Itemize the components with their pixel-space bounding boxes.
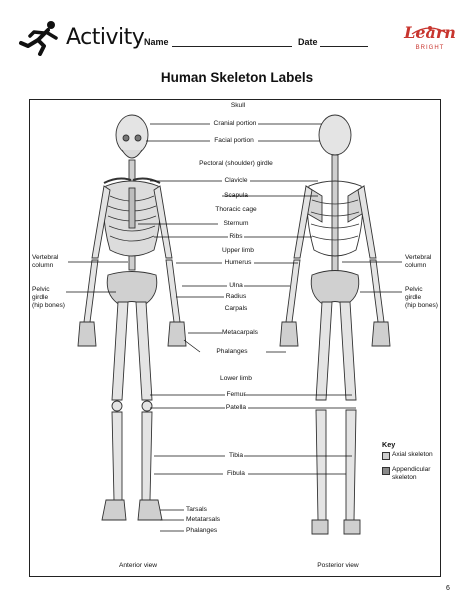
posterior-skeleton	[279, 114, 391, 535]
leader-lines	[66, 123, 402, 532]
key-appendicular-label: Appendicular skeleton	[392, 466, 431, 482]
label-phalanges-foot: Phalanges	[186, 527, 218, 534]
label-thoracic-cage: Thoracic cage	[215, 206, 257, 213]
label-sternum: Sternum	[223, 220, 249, 227]
label-fibula: Fibula	[227, 470, 245, 477]
label-pelvic-left-line2: girdle	[32, 293, 49, 301]
anterior-skeleton	[77, 114, 187, 521]
label-cranial-portion: Cranial portion	[213, 120, 257, 127]
label-vertebral-right-line2: column	[405, 261, 427, 269]
label-pelvic-left-line3: (hip bones)	[32, 301, 65, 309]
label-vertebral-column-right: Vertebral column	[405, 254, 431, 270]
label-facial-portion: Facial portion	[214, 137, 254, 144]
label-ulna: Ulna	[229, 282, 243, 289]
label-carpals: Carpals	[224, 305, 248, 312]
key-axial-label: Axial skeleton	[392, 451, 433, 458]
key-axial-swatch	[382, 452, 390, 460]
label-ribs: Ribs	[229, 233, 243, 240]
label-tibia: Tibia	[228, 452, 244, 459]
logo-subtext: BRIGHT	[415, 45, 445, 51]
diagram-frame	[29, 99, 441, 577]
label-phalanges-hand: Phalanges	[216, 348, 248, 355]
label-pelvic-right-line1: Pelvic	[405, 286, 423, 293]
date-label: Date	[298, 37, 318, 47]
label-metacarpals: Metacarpals	[222, 329, 258, 336]
label-skull: Skull	[230, 102, 246, 109]
label-anterior-view: Anterior view	[118, 562, 158, 569]
learn-bright-logo	[411, 26, 449, 35]
label-pelvic-girdle-left: Pelvic girdle (hip bones)	[32, 286, 65, 309]
logo-text: Learn	[404, 23, 456, 42]
label-tarsals: Tarsals	[186, 506, 207, 513]
label-radius: Radius	[225, 293, 247, 300]
label-posterior-view: Posterior view	[317, 562, 359, 569]
label-vertebral-left-line1: Vertebral	[32, 254, 59, 261]
name-label: Name	[144, 37, 169, 47]
key-appendicular-line2: skeleton	[392, 473, 417, 481]
key-title: Key	[382, 440, 396, 449]
label-vertebral-left-line2: column	[32, 261, 54, 269]
label-upper-limb: Upper limb	[222, 247, 254, 254]
label-patella: Patella	[225, 404, 247, 411]
key-appendicular-line1: Appendicular	[392, 466, 431, 473]
label-vertebral-right-line1: Vertebral	[405, 254, 432, 261]
label-pelvic-left-line1: Pelvic	[32, 286, 50, 293]
date-input-line[interactable]	[320, 46, 368, 47]
label-clavicle: Clavicle	[224, 177, 248, 184]
worksheet-title: Human Skeleton Labels	[160, 70, 314, 85]
label-pelvic-right-line2: girdle	[405, 293, 422, 301]
label-pelvic-right-line3: (hip bones)	[405, 301, 438, 309]
label-humerus: Humerus	[224, 259, 252, 266]
label-vertebral-column-left: Vertebral column	[32, 254, 58, 270]
label-metatarsals: Metatarsals	[186, 516, 221, 523]
key-appendicular-swatch	[382, 467, 390, 475]
label-pelvic-girdle-right: Pelvic girdle (hip bones)	[405, 286, 438, 309]
label-lower-limb: Lower limb	[220, 375, 252, 382]
name-input-line[interactable]	[172, 46, 292, 47]
label-pectoral-girdle: Pectoral (shoulder) girdle	[199, 160, 273, 167]
page-number: 6	[446, 585, 450, 592]
runner-icon	[19, 21, 58, 56]
label-scapula: Scapula	[224, 192, 248, 199]
label-femur: Femur	[226, 391, 246, 398]
activity-heading: Activity	[66, 25, 145, 50]
